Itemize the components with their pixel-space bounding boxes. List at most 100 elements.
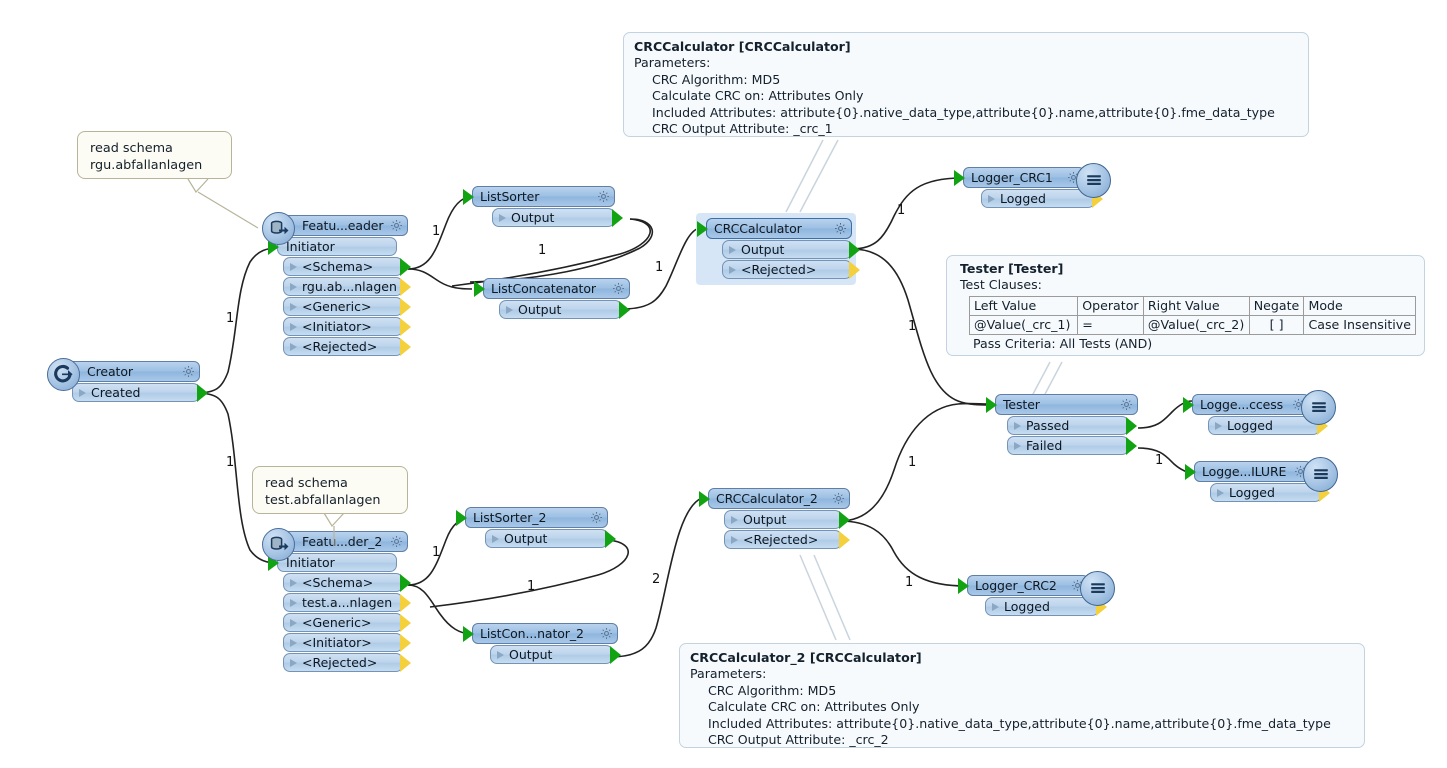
node-logger-failure[interactable]: Logge...ILURE Logged xyxy=(1185,457,1338,502)
node-title: Logge...ILURE xyxy=(1202,464,1287,479)
featurereader-icon xyxy=(262,212,295,245)
node-title: Logger_CRC1 xyxy=(971,170,1053,185)
node-title: Featu...der_2 xyxy=(302,534,383,549)
port-initiator-out[interactable]: <Initiator> xyxy=(283,317,411,336)
node-featurereader-2[interactable]: Featu...der_2 Initiator <Schema> test.a.… xyxy=(262,528,411,672)
port-generic[interactable]: <Generic> xyxy=(283,613,411,632)
annotation-crccalculator-1[interactable]: CRCCalculator [CRCCalculator] Parameters… xyxy=(623,32,1309,137)
output-arrow-yellow-icon xyxy=(400,337,411,356)
output-arrow-green-icon xyxy=(839,510,850,529)
gear-icon[interactable] xyxy=(384,219,403,232)
port-label: <Rejected> xyxy=(302,339,378,354)
gear-icon[interactable] xyxy=(594,627,613,640)
port-passed[interactable]: Passed xyxy=(1007,416,1137,435)
port-created[interactable]: Created xyxy=(72,383,208,402)
node-header-logger-crc1[interactable]: Logger_CRC1 xyxy=(954,163,1111,198)
node-header-logger-success[interactable]: Logge...ccess xyxy=(1183,390,1336,425)
gear-icon[interactable] xyxy=(384,535,403,548)
node-listsorter-1[interactable]: ListSorter Output xyxy=(463,186,623,227)
th-negate: Negate xyxy=(1248,295,1305,316)
port-initiator-out[interactable]: <Initiator> xyxy=(283,633,411,652)
port-output[interactable]: Output xyxy=(722,240,860,259)
output-arrow-yellow-icon xyxy=(839,530,850,549)
port-label: Created xyxy=(91,385,141,400)
output-arrow-green-icon xyxy=(610,645,621,664)
gear-icon[interactable] xyxy=(584,511,603,524)
gear-icon[interactable] xyxy=(826,492,845,505)
port-triangle-icon xyxy=(992,602,999,611)
node-logger-crc2[interactable]: Logger_CRC2 Logged xyxy=(958,571,1115,616)
node-header-listsorter-2[interactable]: ListSorter_2 xyxy=(456,507,608,528)
node-header-logger-failure[interactable]: Logge...ILURE xyxy=(1185,457,1338,492)
node-logger-crc1[interactable]: Logger_CRC1 Logged xyxy=(954,163,1111,208)
port-rejected[interactable]: <Rejected> xyxy=(722,260,860,279)
port-output[interactable]: Output xyxy=(490,645,621,664)
sticky-note-rgu[interactable]: read schema rgu.abfallanlagen xyxy=(77,131,232,179)
annotation-crccalculator-2[interactable]: CRCCalculator_2 [CRCCalculator] Paramete… xyxy=(679,643,1365,748)
annotation-tester[interactable]: Tester [Tester] Test Clauses: Left Value… xyxy=(946,255,1425,356)
port-triangle-icon xyxy=(79,388,86,397)
port-schema[interactable]: <Schema> xyxy=(283,257,411,276)
node-header-featurereader-1[interactable]: Featu...eader xyxy=(262,212,408,245)
port-test-abfallanlagen[interactable]: test.a...nlagen xyxy=(283,593,411,612)
node-header-crccalculator-2[interactable]: CRCCalculator_2 xyxy=(699,488,850,509)
node-listsorter-2[interactable]: ListSorter_2 Output xyxy=(456,507,616,548)
port-logged[interactable]: Logged xyxy=(981,189,1103,208)
node-header-listsorter-1[interactable]: ListSorter xyxy=(463,186,615,207)
port-generic[interactable]: <Generic> xyxy=(283,297,411,316)
gear-icon[interactable] xyxy=(176,365,195,378)
output-arrow-yellow-icon xyxy=(400,653,411,672)
port-rejected[interactable]: <Rejected> xyxy=(724,530,850,549)
table-row: @Value(_crc_1) = @Value(_crc_2) [ ] Case… xyxy=(968,314,1416,335)
port-output[interactable]: Output xyxy=(724,510,850,529)
port-rejected[interactable]: <Rejected> xyxy=(283,653,411,672)
node-title: ListSorter_2 xyxy=(473,510,547,525)
port-schema[interactable]: <Schema> xyxy=(283,573,411,592)
node-header-crccalculator-1[interactable]: CRCCalculator xyxy=(697,218,852,239)
port-triangle-icon xyxy=(290,618,297,627)
port-label: Logged xyxy=(1000,191,1046,206)
node-header-featurereader-2[interactable]: Featu...der_2 xyxy=(262,528,408,561)
input-arrow-green-icon xyxy=(463,188,474,205)
node-creator[interactable]: Creator Created xyxy=(47,358,208,402)
node-tester[interactable]: Tester Passed Failed xyxy=(986,394,1138,455)
gear-icon[interactable] xyxy=(606,282,625,295)
edge-label: 1 xyxy=(905,575,914,590)
port-label: <Generic> xyxy=(302,615,372,630)
port-initiator-input[interactable]: Initiator xyxy=(268,237,397,256)
node-header-logger-crc2[interactable]: Logger_CRC2 xyxy=(958,571,1115,606)
annotation-title: Tester [Tester] xyxy=(960,261,1064,276)
port-output[interactable]: Output xyxy=(492,208,623,227)
node-listconcatenator-1[interactable]: ListConcatenator Output xyxy=(474,278,630,319)
port-output[interactable]: Output xyxy=(499,300,630,319)
node-header-creator[interactable]: Creator xyxy=(47,358,200,391)
port-triangle-icon xyxy=(731,515,738,524)
port-rejected[interactable]: <Rejected> xyxy=(283,337,411,356)
node-logger-success[interactable]: Logge...ccess Logged xyxy=(1183,390,1336,435)
node-featurereader-1[interactable]: Featu...eader Initiator <Schema> rgu.ab.… xyxy=(262,212,411,356)
gear-icon[interactable] xyxy=(591,190,610,203)
port-failed[interactable]: Failed xyxy=(1007,436,1137,455)
node-header-tester[interactable]: Tester xyxy=(986,394,1138,415)
port-triangle-icon xyxy=(492,534,499,543)
node-header-listconcatenator-1[interactable]: ListConcatenator xyxy=(474,278,630,299)
gear-icon[interactable] xyxy=(1114,398,1133,411)
gear-icon[interactable] xyxy=(828,222,847,235)
port-logged[interactable]: Logged xyxy=(1208,416,1328,435)
sticky-note-test[interactable]: read schema test.abfallanlagen xyxy=(252,466,408,514)
port-logged[interactable]: Logged xyxy=(985,597,1107,616)
port-output[interactable]: Output xyxy=(485,529,616,548)
port-label: Initiator xyxy=(286,239,335,254)
port-initiator-input[interactable]: Initiator xyxy=(268,553,397,572)
port-rgu-abfallanlagen[interactable]: rgu.ab...nlagen xyxy=(283,277,411,296)
node-crccalculator-1[interactable]: CRCCalculator Output <Rejected> xyxy=(697,218,860,279)
node-crccalculator-2[interactable]: CRCCalculator_2 Output <Rejected> xyxy=(699,488,850,549)
node-header-listconcatenator-2[interactable]: ListCon...nator_2 xyxy=(463,623,618,644)
port-logged[interactable]: Logged xyxy=(1210,483,1330,502)
port-triangle-icon xyxy=(988,194,995,203)
output-arrow-yellow-icon xyxy=(400,593,411,612)
th-mode: Mode xyxy=(1303,295,1416,316)
output-arrow-green-icon xyxy=(619,300,630,319)
node-listconcatenator-2[interactable]: ListCon...nator_2 Output xyxy=(463,623,621,664)
